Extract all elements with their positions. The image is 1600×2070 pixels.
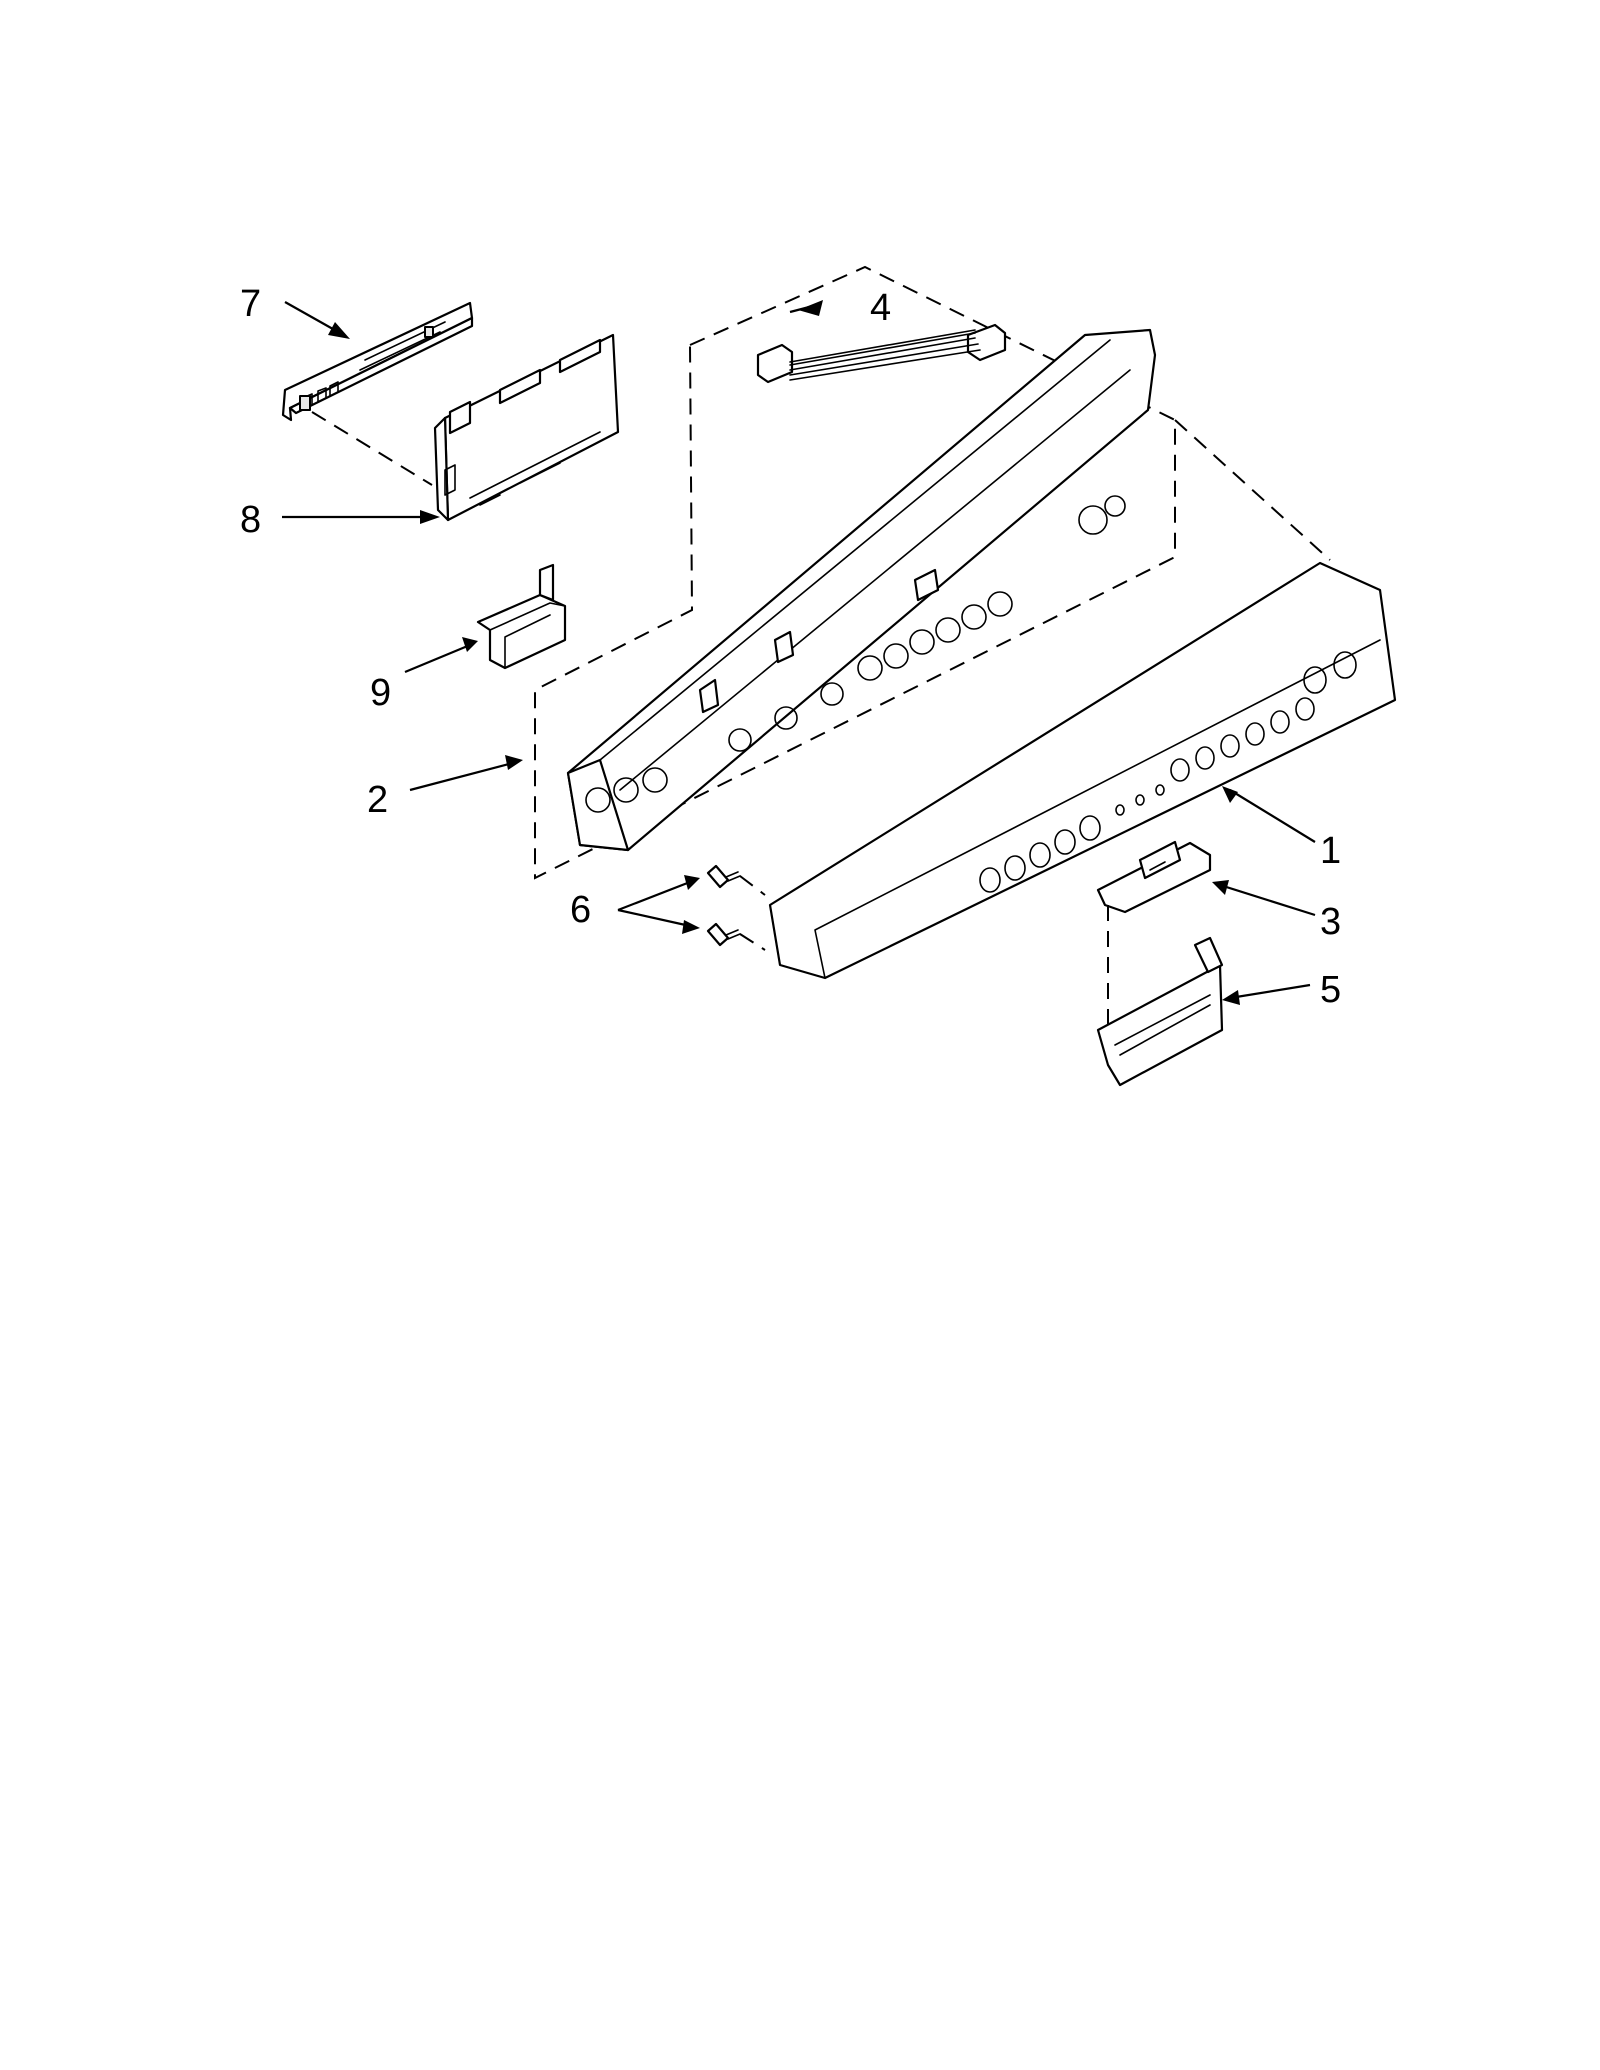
leader-screw-lower-dashed: [739, 933, 766, 951]
part-2-console-frame: [566, 328, 1157, 852]
leader-screw-upper-dashed: [739, 875, 766, 896]
leader-arrows: [282, 300, 1316, 1005]
part-7-board-bracket: [281, 301, 474, 422]
part-6-screws: [706, 864, 741, 947]
callout-9: 9: [370, 672, 391, 714]
part-4-wire-harness: [756, 323, 1007, 384]
callout-3: 3: [1320, 901, 1341, 943]
callout-6: 6: [570, 889, 591, 931]
callout-7: 7: [240, 283, 261, 325]
part-9-clip: [476, 563, 567, 670]
callout-4: 4: [870, 287, 891, 329]
leader-7-to-8-dashed: [311, 411, 433, 486]
part-3-door-latch: [1096, 840, 1212, 914]
callout-2: 2: [367, 779, 388, 821]
assembly-boundary-dashed: [534, 265, 1176, 880]
part-1-console-panel: [768, 561, 1397, 980]
callout-1: 1: [1320, 830, 1341, 872]
part-8-control-board: [433, 333, 620, 522]
callout-8: 8: [240, 499, 261, 541]
callout-5: 5: [1320, 969, 1341, 1011]
leader-dashed-to-console: [1174, 419, 1331, 561]
part-5-latch-bracket: [1096, 936, 1224, 1087]
